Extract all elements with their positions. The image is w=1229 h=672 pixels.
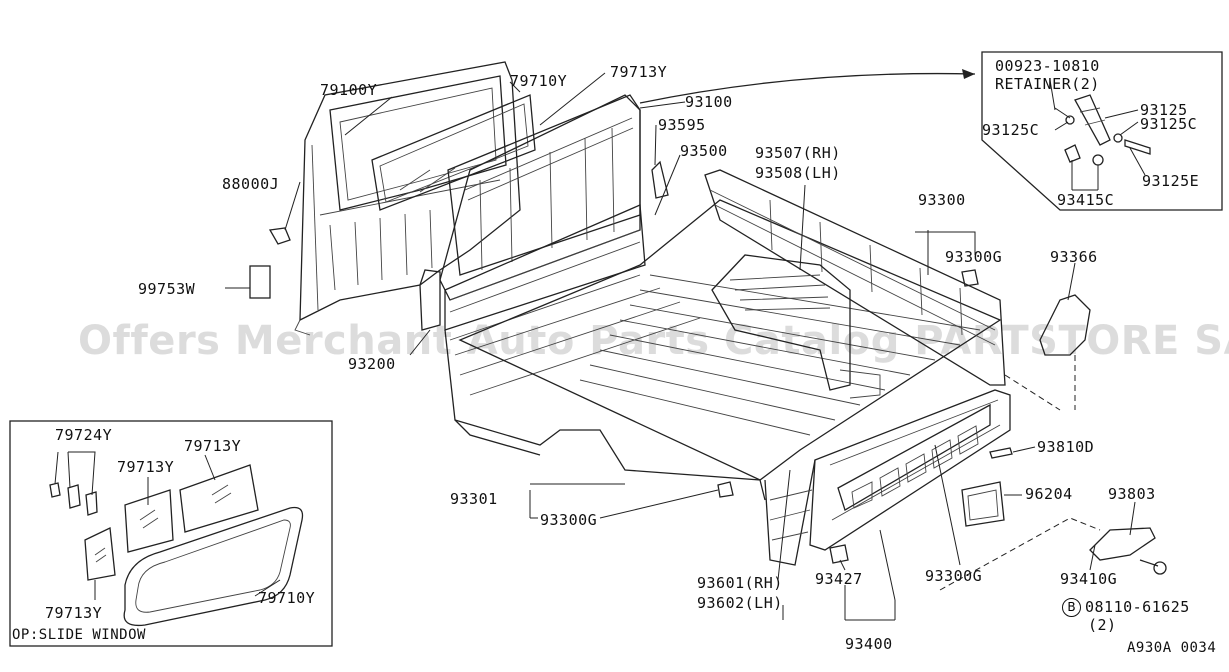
label-93125C-left: 93125C (982, 121, 1040, 139)
label-93300G-a: 93300G (945, 248, 1003, 266)
label-93200: 93200 (348, 355, 396, 373)
label-93300G-b: 93300G (540, 511, 598, 529)
slide-window-inset-box (9, 420, 333, 647)
label-93602: 93602(LH) (697, 594, 783, 612)
label-93415C: 93415C (1057, 191, 1115, 209)
bed-front-wall (439, 94, 641, 313)
label-79724Y: 79724Y (55, 426, 113, 444)
slide-window-parts (49, 464, 304, 627)
label-99753W: 99753W (138, 280, 196, 298)
label-93125: 93125 (1140, 101, 1188, 119)
label-93507: 93507(RH) (755, 144, 841, 162)
label-93125C-right: 93125C (1140, 115, 1198, 133)
wheel-house (711, 254, 881, 399)
leader-lines (54, 72, 1146, 621)
diagram-code: A930A 0034 (1127, 640, 1217, 656)
bolt-callout-circle: B (1062, 598, 1081, 617)
label-93301: 93301 (450, 490, 498, 508)
label-93508: 93508(LH) (755, 164, 841, 182)
retainer-parts (1064, 94, 1151, 166)
label-93100: 93100 (685, 93, 733, 111)
label-retainer: RETAINER(2) (995, 75, 1100, 93)
bed-side-panel-left (444, 204, 766, 501)
detail-arrow (639, 72, 976, 104)
label-08110-qty: (2) (1088, 616, 1117, 634)
detail-arrowhead (962, 69, 975, 79)
small-parts (249, 160, 1167, 575)
label-79710Y-top: 79710Y (510, 72, 568, 90)
label-93601: 93601(RH) (697, 574, 783, 592)
label-93803: 93803 (1108, 485, 1156, 503)
label-93810D: 93810D (1037, 438, 1095, 456)
label-00923-10810: 00923-10810 (995, 57, 1100, 75)
tailgate (764, 389, 1011, 566)
label-93400: 93400 (845, 635, 893, 653)
label-79713Y-inset-a: 79713Y (117, 458, 175, 476)
watermark-text: Offers Merchant Auto Parts Catalog PARTS… (78, 318, 1229, 364)
rear-window-frames (371, 94, 641, 276)
label-93300G-c: 93300G (925, 567, 983, 585)
label-79713Y-top: 79713Y (610, 63, 668, 81)
retainer-detail-box (981, 51, 1223, 211)
label-93125E: 93125E (1142, 172, 1200, 190)
label-79710Y-inset: 79710Y (258, 589, 316, 607)
dashed-guides (939, 355, 1101, 591)
label-93410G: 93410G (1060, 570, 1118, 588)
cab-back-panel (294, 61, 521, 336)
slide-window-note: OP:SLIDE WINDOW (12, 627, 146, 643)
label-79713Y-inset-b: 79713Y (184, 437, 242, 455)
label-93300: 93300 (918, 191, 966, 209)
label-93427: 93427 (815, 570, 863, 588)
label-08110-61625: 08110-61625 (1085, 598, 1190, 616)
label-79713Y-inset-c: 79713Y (45, 604, 103, 622)
label-88000J: 88000J (222, 175, 280, 193)
label-93595: 93595 (658, 116, 706, 134)
label-96204: 96204 (1025, 485, 1073, 503)
bed-side-panel-right (704, 169, 1006, 386)
bed-floor (458, 199, 1002, 481)
label-93366: 93366 (1050, 248, 1098, 266)
label-79100Y: 79100Y (320, 81, 378, 99)
label-93500: 93500 (680, 142, 728, 160)
